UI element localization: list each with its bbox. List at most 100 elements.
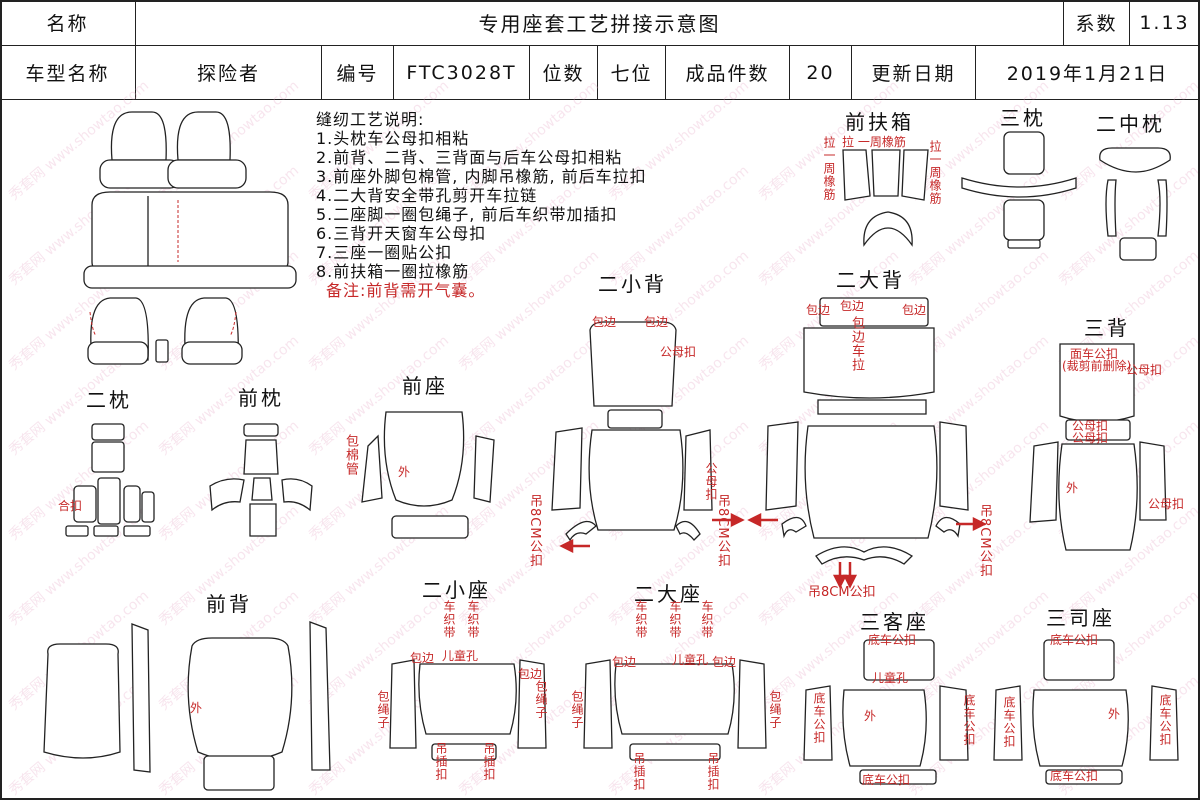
date-label: 更新日期: [852, 46, 976, 100]
note-item: 2.前背、二背、三背面与后车公母扣相粘: [316, 148, 623, 167]
code-value: FTC3028T: [394, 46, 530, 100]
third-passenger-seat-pieces: [803, 639, 969, 785]
page-title: 专用座套工艺拼接示意图: [136, 0, 1064, 46]
annot-diao-chatou: 吊插扣: [706, 752, 720, 791]
label-second-small-seat: 二小座: [422, 578, 491, 602]
third-driver-seat-pieces: [993, 639, 1179, 785]
annot-bian-che-la: 包边车拉: [849, 316, 864, 372]
annot-diao-chatou: 吊插扣: [482, 742, 496, 781]
annot-ertongkong: 儿童孔: [872, 671, 909, 685]
label-front-pillow: 前枕: [238, 386, 284, 410]
annot-wai: 外: [190, 701, 203, 715]
coefficient-label: 系数: [1064, 0, 1130, 46]
annot-bao-mian-guan: 包棉管: [343, 434, 358, 476]
annot-baoshengzi: 包绳子: [570, 690, 584, 729]
label-front-back: 前背: [206, 592, 252, 616]
sewing-notes: 缝纫工艺说明: 1.头枕车公母扣相粘 2.前背、二背、三背面与后车公母扣相粘 3…: [316, 110, 647, 300]
annot-baoshengzi: 包绳子: [768, 690, 782, 729]
annot-hang-8cm: 吊8CM公扣: [527, 494, 542, 568]
pieces-value: 20: [790, 46, 852, 100]
annot-di-che-gongkou: 底车公扣: [812, 692, 826, 744]
annot-che-zhidai: 车织带: [634, 600, 648, 639]
annot-armrest-la-loop: 拉 一周橡筋: [842, 135, 906, 149]
label-front-seat: 前座: [402, 374, 448, 398]
second-big-seat-pieces: [583, 659, 767, 761]
label-third-pillow: 三枕: [1000, 106, 1046, 130]
annot-baobian: 包边: [902, 303, 927, 317]
label-third-back: 三背: [1084, 316, 1130, 340]
annot-di-che-gongkou: 底车公扣: [862, 773, 911, 787]
seats-value: 七位: [598, 46, 666, 100]
annot-baoshengzi: 包绳子: [376, 690, 390, 729]
annot-wai: 外: [398, 465, 411, 479]
annot-di-che-gongkou: 底车公扣: [1050, 633, 1099, 647]
seats-label: 位数: [530, 46, 598, 100]
second-small-back-pieces: [551, 321, 713, 542]
annot-che-zhidai: 车织带: [668, 600, 682, 639]
code-label: 编号: [322, 46, 394, 100]
annot-baobian: 包边: [518, 667, 543, 681]
front-armrest-pieces: [842, 149, 929, 247]
front-back-pieces: [43, 621, 331, 791]
note-item: 8.前扶箱一圈拉橡筋: [316, 262, 470, 281]
second-pillow-pieces: [65, 423, 155, 537]
note-item: 3.前座外脚包棉管, 内脚吊橡筋, 前后车拉扣: [316, 167, 647, 186]
label-second-big-seat: 二大座: [634, 582, 703, 606]
annot-baoshengzi: 包绳子: [534, 680, 548, 719]
model-label: 车型名称: [0, 46, 136, 100]
annot-ertongkong: 儿童孔: [442, 649, 479, 663]
label-third-passenger-seat: 三客座: [860, 610, 929, 634]
annot-gongmukou: 公母扣: [1148, 497, 1185, 511]
annot-diao-chatou: 吊插扣: [632, 752, 646, 791]
annot-ertongkong: 儿童孔: [672, 653, 709, 667]
label-front-armrest: 前扶箱: [845, 110, 914, 134]
annot-wai: 外: [1066, 481, 1079, 495]
annot-gongmukou: 公母扣: [1072, 431, 1109, 445]
note-item: 6.三背开天窗车公母扣: [316, 224, 487, 243]
annot-gongmukou-vertical: 公母扣: [704, 462, 718, 501]
note-item: 7.三座一圈贴公扣: [316, 243, 453, 262]
annot-baobian: 包边: [806, 303, 831, 317]
annot-che-zhidai: 车织带: [442, 600, 456, 639]
annot-caijian: (裁剪前删除): [1062, 359, 1132, 373]
label-second-mid-pillow: 二中枕: [1096, 112, 1165, 136]
annot-di-che-gongkou: 底车公扣: [1002, 696, 1016, 748]
annot-gongmukou: 公母扣: [1126, 363, 1163, 377]
annot-che-zhidai: 车织带: [700, 600, 714, 639]
overview-seat-drawing: [83, 111, 297, 365]
annot-baobian: 包边: [712, 655, 737, 669]
model-value: 探险者: [136, 46, 322, 100]
front-seat-pieces: [361, 411, 495, 539]
annot-hang-8cm: 吊8CM公扣: [808, 585, 876, 600]
header-name-label: 名称: [0, 0, 136, 46]
annot-di-che-gongkou: 底车公扣: [868, 633, 917, 647]
second-mid-pillow-pieces: [1099, 147, 1171, 261]
annot-armrest-right: 拉一周橡筋: [928, 140, 942, 205]
notes-remark: 备注:前背需开气囊。: [326, 281, 486, 300]
annot-di-che-gongkou: 底车公扣: [1050, 769, 1099, 783]
annot-gekou: 合扣: [58, 499, 83, 513]
hang-buckle-arrows: [559, 512, 987, 589]
annot-hang-8cm: 吊8CM公扣: [977, 504, 992, 578]
annot-baobian: 包边: [410, 651, 435, 665]
front-pillow-pieces: [209, 423, 313, 537]
annot-armrest-left: 拉一周橡筋: [822, 136, 836, 201]
annot-wai: 外: [864, 709, 877, 723]
label-second-small-back: 二小背: [598, 272, 667, 296]
note-item: 1.头枕车公母扣相粘: [316, 129, 470, 148]
notes-heading: 缝纫工艺说明:: [316, 110, 425, 129]
third-pillow-pieces: [961, 131, 1077, 249]
second-small-seat-pieces: [389, 659, 547, 761]
label-third-driver-seat: 三司座: [1046, 606, 1115, 630]
annot-di-che-gongkou: 底车公扣: [1158, 694, 1172, 746]
annot-wai: 外: [1108, 707, 1121, 721]
label-second-big-back: 二大背: [836, 268, 905, 292]
annot-che-zhidai: 车织带: [466, 600, 480, 639]
pieces-label: 成品件数: [666, 46, 790, 100]
annot-baobian: 包边: [612, 655, 637, 669]
annot-di-che-gongkou: 底车公扣: [962, 694, 976, 746]
annot-gongmukou: 公母扣: [1072, 419, 1109, 433]
annot-baobian: 包边: [840, 299, 865, 313]
second-big-back-pieces: [765, 297, 969, 565]
